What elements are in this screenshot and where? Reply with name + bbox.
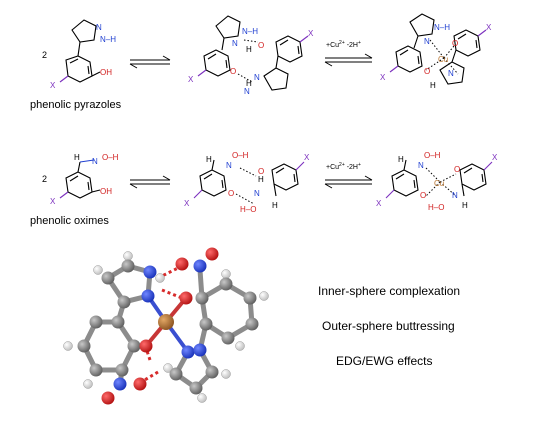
oxime-dimer-n2: N [254, 189, 260, 198]
oxime-cu-o: O [454, 165, 460, 174]
oxime-oh: O–H [102, 153, 119, 162]
oxime-monomer [59, 159, 101, 199]
oxime-dimer-x2: X [304, 153, 310, 162]
pyrazole-dimer [197, 15, 309, 91]
model-nitrogen-atoms [113, 259, 207, 391]
oxime-cu-n2: N [452, 191, 458, 200]
cu-reagent-label: +Cu2+ -2H+ [326, 162, 361, 171]
oxime-cu-x1: X [376, 199, 382, 208]
oxime-cu-n: N [418, 161, 424, 170]
oxime-cu-h: H [398, 155, 404, 164]
pyrazole-stoich: 2 [42, 50, 47, 60]
complex-nh: N–H [434, 23, 450, 32]
oxime-dimer-ho: H–O [240, 205, 256, 214]
dimer-n3: N [244, 87, 250, 96]
concept-outer-sphere: Outer-sphere buttressing [322, 319, 455, 333]
oxime-n: N [92, 157, 98, 166]
dimer-n: N [232, 39, 238, 48]
pyrazole-caption: phenolic pyrazoles [30, 99, 122, 111]
oxime-cu-ho: H–O [428, 203, 444, 212]
oxime-dimer-h2: H [258, 175, 264, 184]
oxime-dimer-o2: O [228, 189, 234, 198]
atom-label-n: N [96, 23, 102, 32]
model-oxygen-atoms [101, 247, 219, 405]
oxime-cu-coordination [425, 167, 457, 197]
complex-n: N [424, 37, 430, 46]
oxime-dimer [193, 159, 305, 199]
oxime-dimer-n: N [226, 161, 232, 170]
oxime-dimer-x1: X [184, 199, 190, 208]
dimer-x2: X [308, 29, 314, 38]
complex-h: H [430, 81, 436, 90]
dimer-n2: N [254, 73, 260, 82]
concept-edg-ewg: EDG/EWG effects [336, 354, 432, 368]
ball-and-stick-model [63, 247, 269, 405]
atom-label-oh: OH [100, 68, 112, 77]
concept-inner-sphere: Inner-sphere complexation [318, 284, 460, 298]
complex-n2: N [448, 69, 454, 78]
complex-x2: X [486, 23, 492, 32]
model-copper-atom [158, 314, 174, 330]
svg-text:+Cu2+ -2H+: +Cu2+ -2H+ [326, 162, 361, 171]
oxime-cu-cu: Cu [434, 179, 444, 188]
oxime-dimer-o3: O [258, 167, 264, 176]
oxime-dimer-o: O–H [232, 151, 249, 160]
cu-reagent-label: +Cu2+ -2H+ [326, 40, 361, 49]
oxime-caption: phenolic oximes [30, 215, 109, 227]
oxime-hbond-lines [235, 167, 257, 205]
complex-cu: Cu [438, 55, 448, 64]
oxime-cu-x2: X [492, 153, 498, 162]
dimer-o: O [258, 41, 264, 50]
equilibrium-arrow [324, 53, 373, 67]
oxime-stoich: 2 [42, 174, 47, 184]
equilibrium-arrow [129, 55, 171, 69]
cu-coordination-lines [425, 39, 459, 75]
dimer-o2: O [230, 67, 236, 76]
atom-label-nh: N–H [100, 35, 116, 44]
dimer-h: H [246, 45, 252, 54]
svg-text:+Cu2+ -2H+: +Cu2+ -2H+ [326, 40, 361, 49]
dimer-x1: X [188, 75, 194, 84]
pyrazole-cu-complex [389, 13, 487, 85]
hydrogen-bond-lines [237, 39, 259, 83]
pyrazole-row: 2 N N–H OH X phenolic pyrazoles [30, 13, 492, 111]
oxime-phenol-oh: OH [100, 187, 112, 196]
oxime-dimer-h3: H [272, 201, 278, 210]
oxime-cu-o2: O [420, 191, 426, 200]
dimer-n-h: N–H [242, 27, 258, 36]
concept-list: Inner-sphere complexation Outer-sphere b… [318, 284, 460, 368]
oxime-cu-complex [385, 159, 493, 199]
equilibrium-arrow [129, 175, 171, 189]
complex-x1: X [380, 73, 386, 82]
oxime-h: H [74, 153, 80, 162]
substituent-x: X [50, 81, 56, 90]
complex-o: O [452, 39, 458, 48]
oxime-row: 2 H N O–H OH X phenolic oximes [30, 151, 498, 227]
dimer-h2: H [246, 79, 252, 88]
pyrazole-monomer [59, 19, 101, 83]
oxime-cu-h2: H [462, 201, 468, 210]
oxime-dimer-h: H [206, 155, 212, 164]
model-carbon-atoms [77, 259, 259, 395]
complex-o2: O [424, 67, 430, 76]
equilibrium-arrow [324, 175, 373, 189]
oxime-x: X [50, 197, 56, 206]
oxime-cu-oh: O–H [424, 151, 441, 160]
